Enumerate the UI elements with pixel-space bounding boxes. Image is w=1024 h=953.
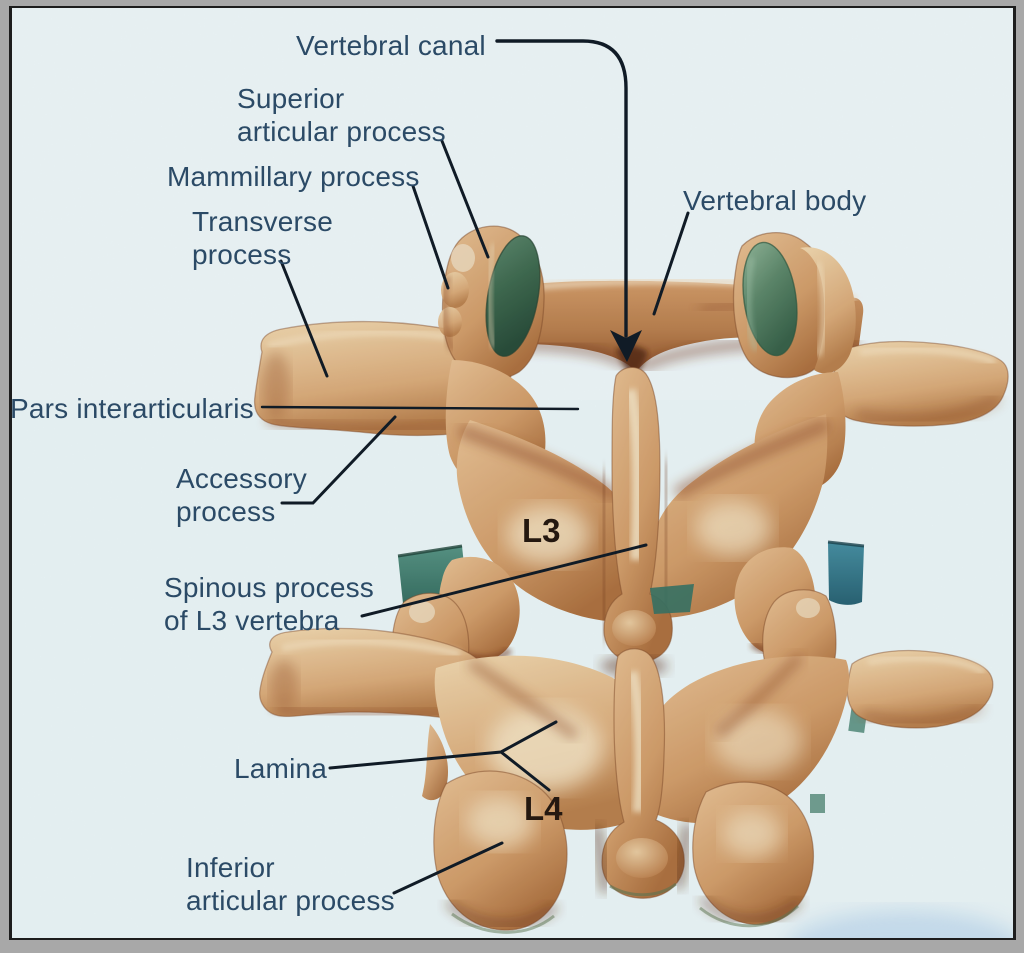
leader-transverse-process <box>279 259 329 378</box>
vertebral-canal-arrowhead <box>610 330 642 362</box>
leader-accessory-process <box>280 415 397 505</box>
leader-lamina <box>328 720 558 792</box>
leader-pars-interarticularis <box>260 405 580 411</box>
leader-spinous-process <box>360 543 648 618</box>
leader-inferior-articular-process <box>392 841 504 895</box>
leader-mammillary-process <box>411 184 450 290</box>
leader-superior-articular-process <box>440 139 490 259</box>
leader-vertebral-canal <box>495 39 628 338</box>
leader-vertebral-body <box>652 211 690 316</box>
